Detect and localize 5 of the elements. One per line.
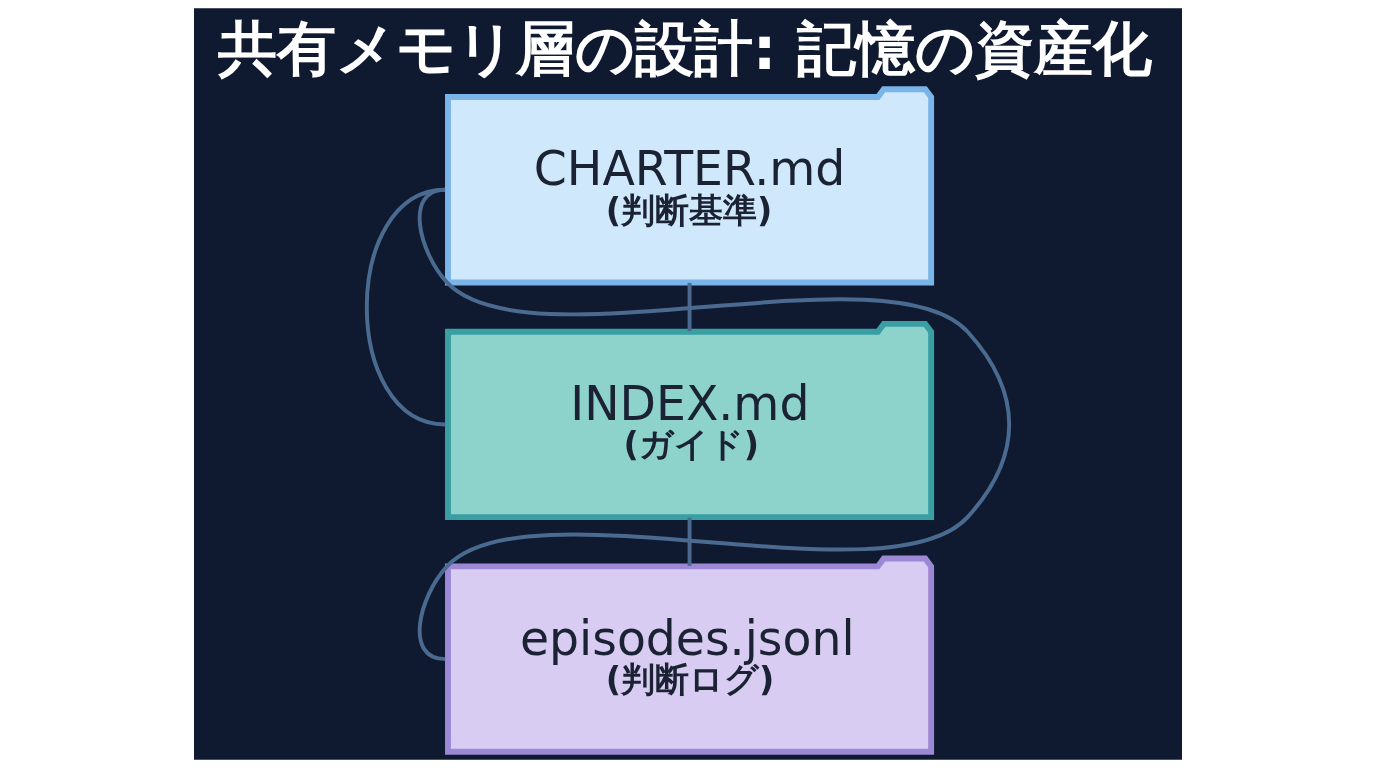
connector [687,282,692,332]
diagram-title: 共有メモリ層の設計: 記憶の資産化 [217,14,1152,84]
connector [687,517,692,566]
connector [364,187,446,427]
connector [418,187,1011,661]
